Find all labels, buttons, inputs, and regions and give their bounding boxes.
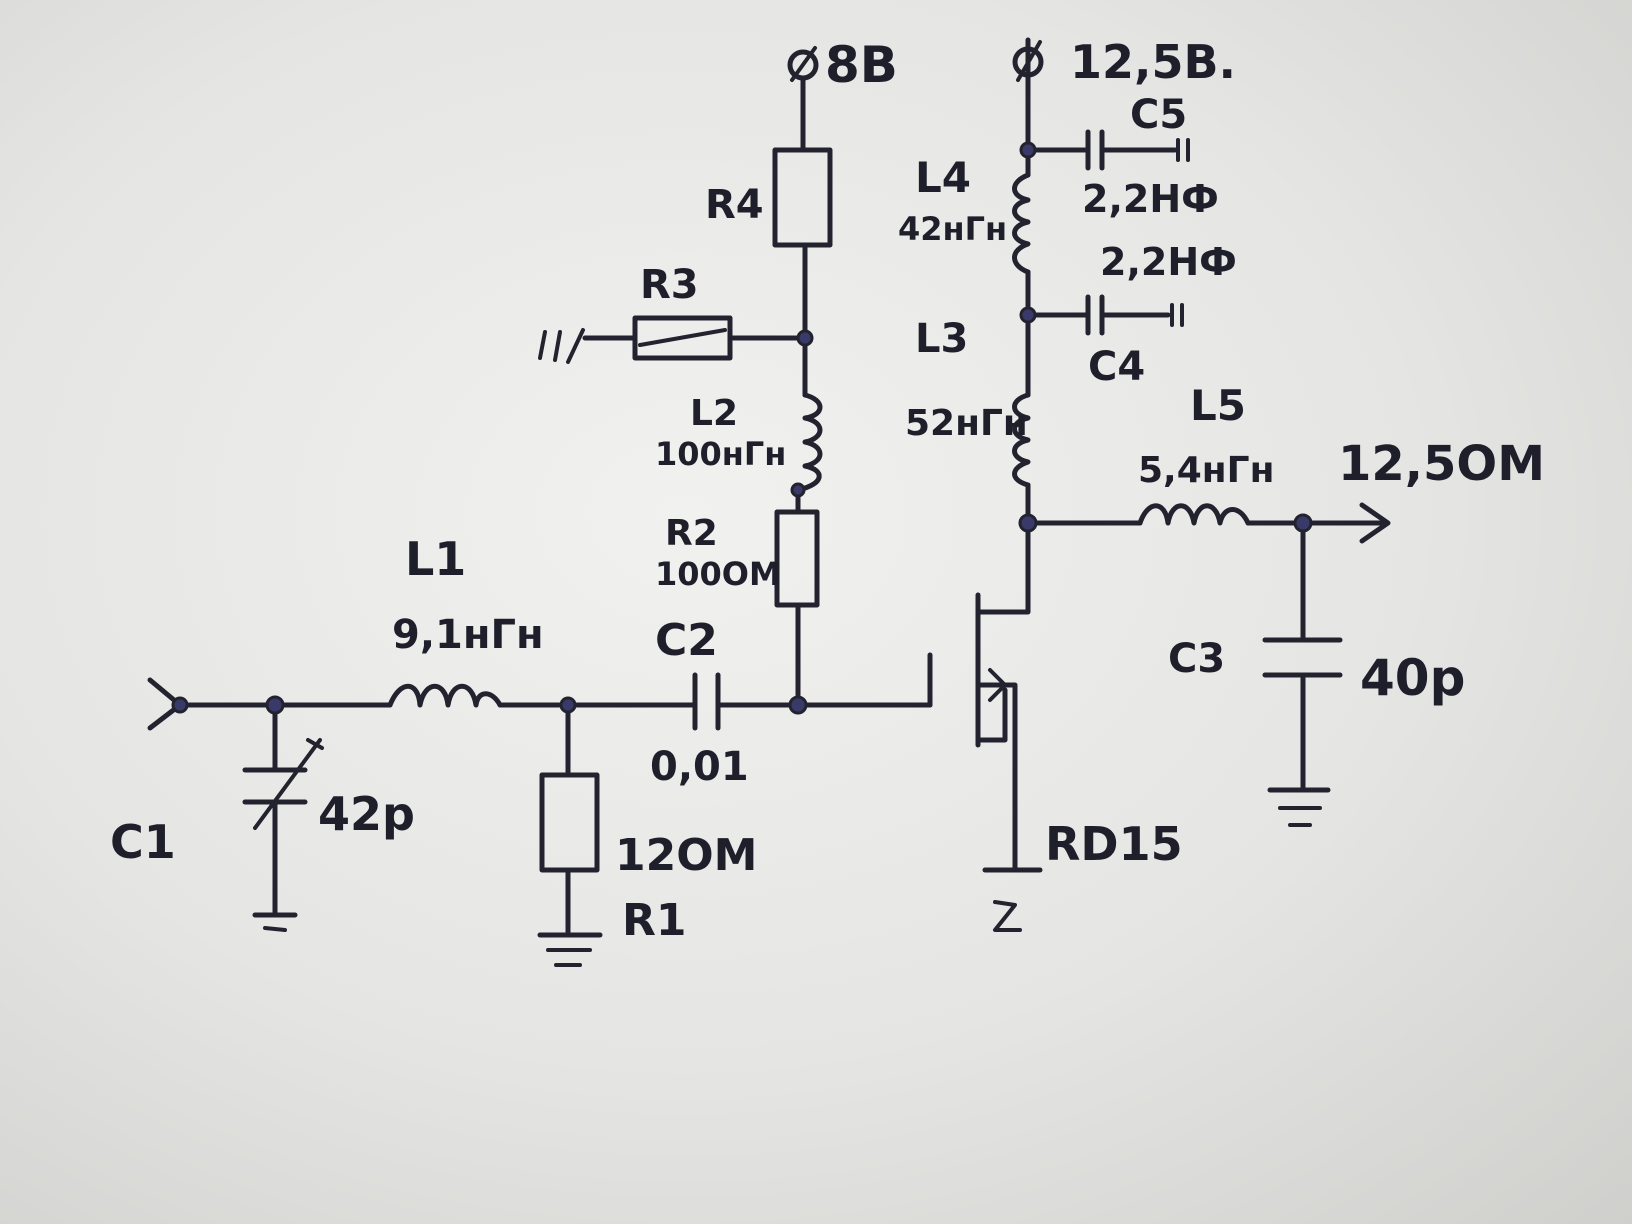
r2-ref-label: R2	[665, 513, 718, 554]
r4-resistor	[772, 147, 833, 248]
l5-ref-label: L5	[1190, 381, 1246, 430]
l2-ref-label: L2	[690, 393, 738, 434]
l2-value-label: 100нГн	[655, 435, 786, 473]
c1-value-label: 42p	[318, 787, 415, 841]
l3-inductor	[1012, 392, 1031, 488]
r4-ref-label: R4	[705, 182, 764, 228]
transistor-ref-label: RD15	[1045, 817, 1183, 871]
r3-resistor	[632, 315, 733, 361]
l4-inductor	[1012, 172, 1031, 275]
r1-value-label: 12ОМ	[615, 830, 757, 881]
junction-dots	[171, 141, 1313, 715]
c4-capacitor	[1085, 294, 1184, 336]
c2-capacitor	[692, 672, 721, 731]
l4-value-label: 42нГн	[898, 210, 1007, 248]
r1-ref-label: R1	[622, 895, 687, 946]
c5-value-label: 2,2НФ	[1082, 177, 1219, 221]
c3-capacitor	[1262, 637, 1343, 678]
l1-value-label: 9,1нГн	[392, 612, 544, 658]
l2-inductor	[795, 392, 823, 493]
l5-value-label: 5,4нГн	[1138, 450, 1274, 491]
r1-ground-symbol	[537, 932, 603, 967]
l4-ref-label: L4	[915, 153, 971, 202]
c5-capacitor	[1085, 129, 1190, 171]
l3-value-label: 52нГн	[905, 403, 1028, 444]
supply-8v-label: 8B	[825, 36, 898, 94]
c5-ref-label: C5	[1130, 92, 1187, 138]
c2-value-label: 0,01	[650, 744, 749, 790]
supply-12v5-label: 12,5B.	[1070, 35, 1236, 89]
l1-ref-label: L1	[405, 532, 466, 586]
c4-value-label: 2,2НФ	[1100, 240, 1237, 284]
l5-inductor	[1137, 503, 1251, 526]
c1-variable-capacitor	[242, 738, 324, 830]
c3-ground-symbol	[1267, 787, 1331, 827]
r1-resistor	[539, 772, 600, 873]
c3-value-label: 40p	[1360, 649, 1465, 707]
l3-ref-label: L3	[915, 316, 968, 362]
source-ground-symbol	[982, 867, 1043, 932]
r3-ref-label: R3	[640, 262, 699, 308]
supply-terminal-12v5	[1012, 40, 1044, 82]
c3-ref-label: C3	[1168, 636, 1225, 682]
output-label: 12,5ОМ	[1338, 436, 1545, 492]
c2-ref-label: C2	[655, 615, 718, 666]
c1-ground-symbol	[252, 912, 298, 932]
r3-ground-symbol	[538, 328, 585, 364]
mosfet-transistor	[975, 592, 1031, 748]
r2-resistor	[774, 509, 820, 608]
supply-terminal-8v	[787, 46, 819, 82]
l1-inductor	[387, 683, 503, 708]
c1-ref-label: C1	[110, 815, 176, 869]
r2-value-label: 100ОМ	[655, 555, 781, 593]
c4-ref-label: C4	[1088, 344, 1145, 390]
